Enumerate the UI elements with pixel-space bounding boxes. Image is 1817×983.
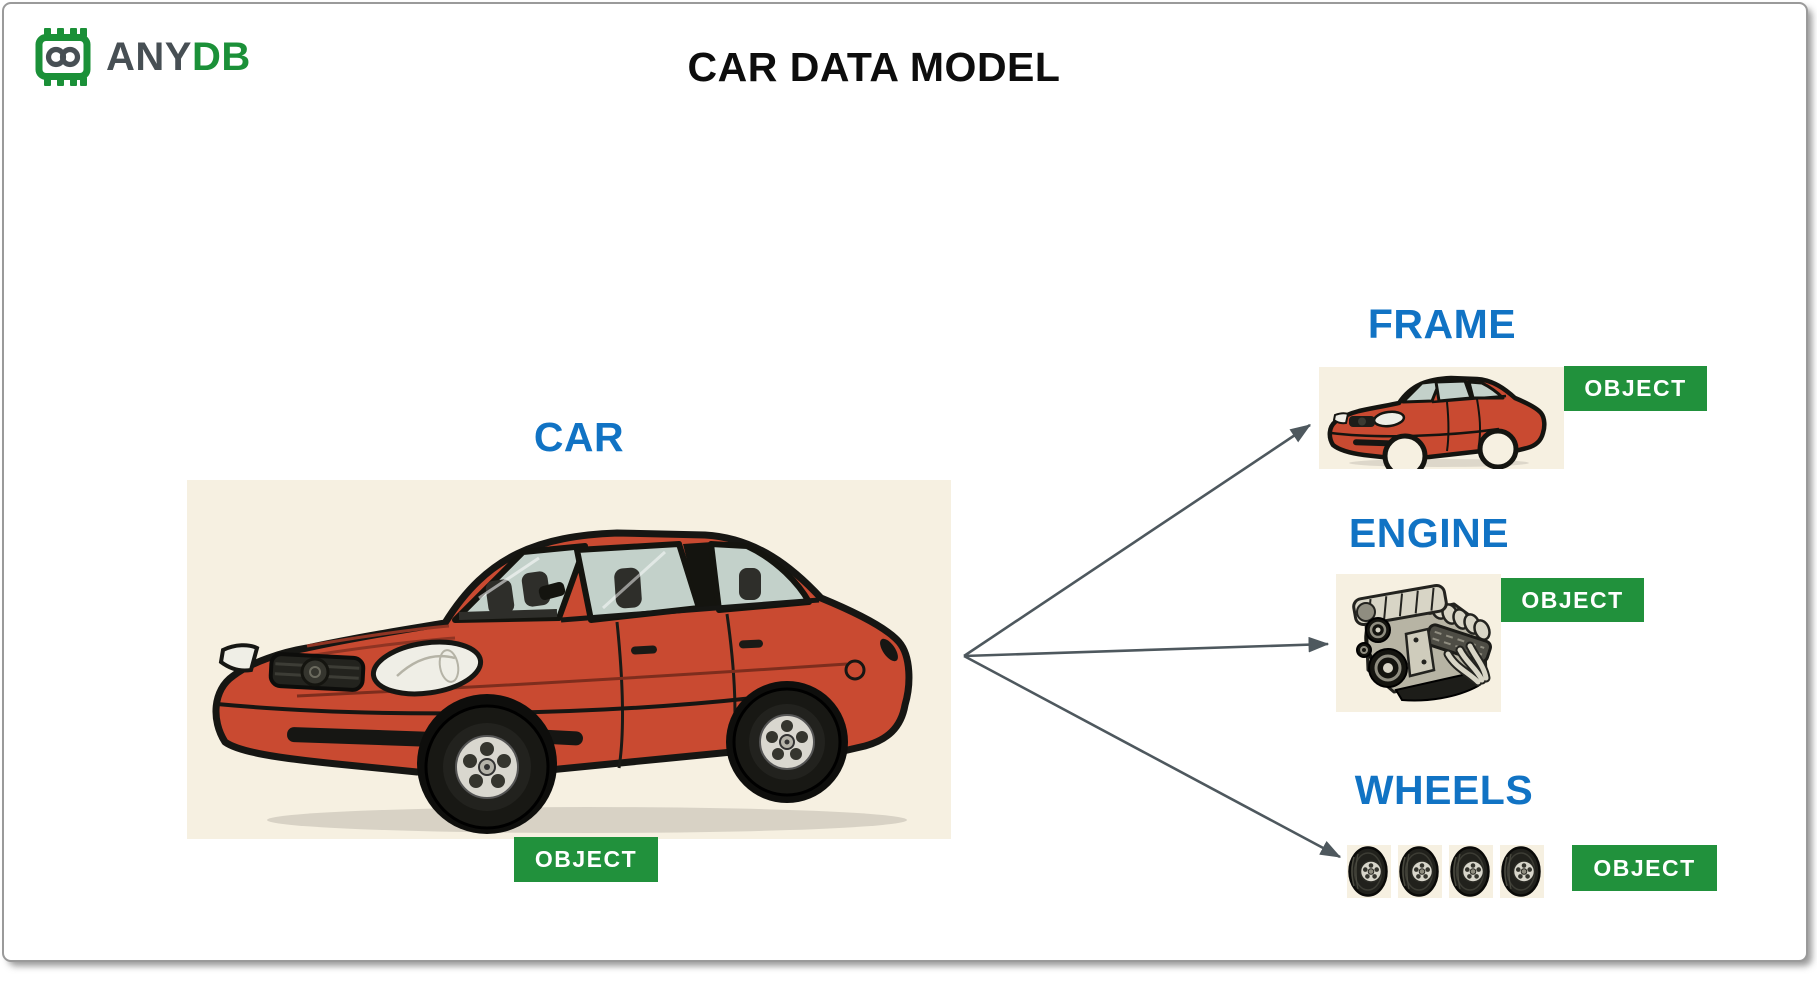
wheels-label: WHEELS — [1354, 767, 1534, 813]
frame-image — [1319, 367, 1564, 469]
frame-object-badge: OBJECT — [1564, 366, 1707, 411]
frame-object-badge-label: OBJECT — [1584, 375, 1687, 401]
anydb-chip-infinity-icon — [32, 28, 94, 86]
engine-object-badge-label: OBJECT — [1521, 586, 1624, 613]
tire-image — [1449, 845, 1493, 898]
car-label: CAR — [533, 414, 625, 460]
car-object-badge: OBJECT — [514, 837, 658, 882]
car-body-frame-illustration — [1327, 375, 1547, 469]
wheels-object-badge: OBJECT — [1572, 845, 1717, 891]
car-object-badge-label: OBJECT — [534, 846, 638, 872]
arrow-car-to-frame — [963, 423, 1312, 658]
engine-label: ENGINE — [1348, 510, 1510, 556]
brand-name-db: DB — [191, 35, 251, 79]
wheels-image — [1347, 845, 1544, 898]
page-canvas: ANYDB CAR DATA MODEL CAR — [2, 2, 1808, 962]
wheels-object-badge-label: OBJECT — [1593, 854, 1696, 881]
brand-name-any: ANY — [106, 35, 192, 79]
car-engine-illustration — [1352, 583, 1492, 702]
page-title: CAR DATA MODEL — [687, 44, 1061, 90]
engine-object-badge: OBJECT — [1501, 578, 1644, 622]
tire-image — [1500, 845, 1544, 898]
arrow-car-to-wheels — [963, 654, 1342, 859]
brand-name: ANYDB — [106, 37, 251, 77]
car-image — [187, 480, 951, 839]
arrow-car-to-engine — [963, 636, 1330, 658]
tire-image — [1398, 845, 1442, 898]
tire-image — [1347, 845, 1391, 898]
engine-image — [1336, 574, 1501, 712]
red-sedan-illustration — [212, 529, 913, 834]
brand-logo: ANYDB — [32, 28, 251, 86]
frame-label: FRAME — [1367, 301, 1517, 347]
